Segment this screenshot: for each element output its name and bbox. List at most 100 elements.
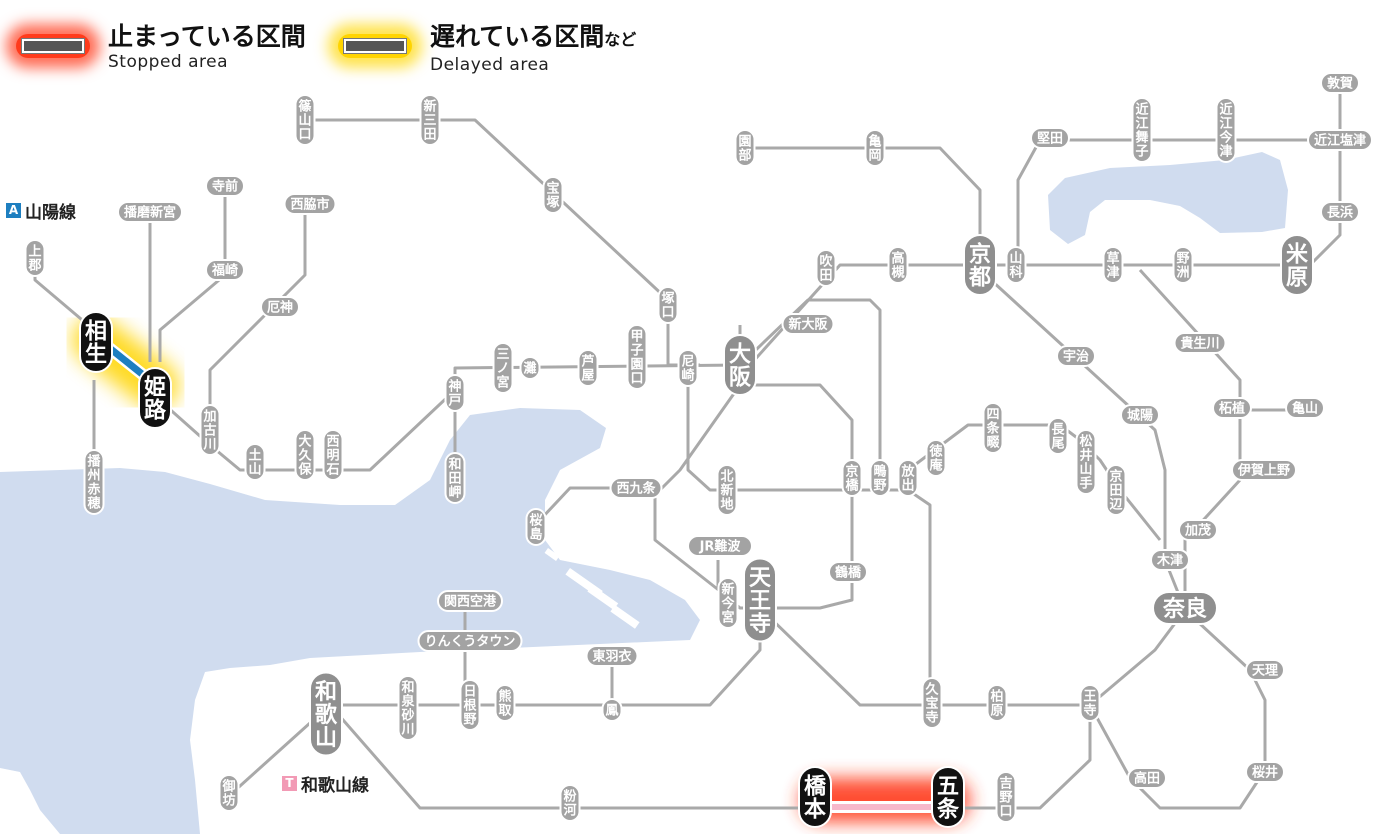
station-label: 西脇市 — [290, 197, 329, 213]
station-dosan[interactable]: 土山 — [244, 443, 266, 481]
station-matsuiyamate[interactable]: 松井山手 — [1075, 429, 1097, 495]
station-kokawa[interactable]: 粉河 — [559, 784, 581, 822]
stopped-label-en: Stopped area — [108, 52, 229, 72]
station-label: 和田岬 — [448, 456, 461, 500]
station-koshienguchi[interactable]: 甲子園口 — [626, 324, 648, 390]
station-otori[interactable]: 鳳 — [601, 698, 623, 722]
station-takada[interactable]: 高田 — [1127, 767, 1167, 789]
station-kansaiairport[interactable]: 関西空港 — [437, 590, 503, 612]
station-omimaiko[interactable]: 近江舞子 — [1131, 97, 1153, 163]
station-label: 寺前 — [212, 179, 238, 195]
station-tsuruhashi[interactable]: 鶴橋 — [828, 561, 868, 583]
wakayama-line-symbol: T — [282, 776, 297, 791]
station-okubo[interactable]: 大久保 — [294, 429, 316, 481]
station-kibukawa[interactable]: 貴生川 — [1173, 332, 1227, 354]
station-takarazuka[interactable]: 宝塚 — [542, 176, 564, 214]
station-kyuhoji[interactable]: 久宝寺 — [921, 677, 943, 729]
station-kyoto[interactable]: 京都 — [963, 234, 997, 296]
station-fukusaki[interactable]: 福崎 — [205, 259, 245, 281]
station-ashiya[interactable]: 芦屋 — [577, 349, 599, 387]
water-areas — [0, 152, 1288, 834]
station-himeji[interactable]: 姫路 — [138, 367, 172, 429]
station-kobe[interactable]: 神戸 — [444, 374, 466, 412]
line-label-wakayama[interactable]: T 和歌山線 — [278, 770, 373, 797]
station-wakayama[interactable]: 和歌山 — [309, 671, 343, 757]
station-gojo[interactable]: 五条 — [931, 766, 965, 828]
station-kameoka[interactable]: 亀岡 — [864, 129, 886, 167]
station-kusatsu[interactable]: 草津 — [1102, 246, 1124, 284]
station-higashihagoromo[interactable]: 東羽衣 — [585, 645, 639, 667]
station-kyobashi[interactable]: 京橋 — [841, 459, 863, 497]
station-yasu[interactable]: 野洲 — [1172, 246, 1194, 284]
station-label: 土山 — [248, 447, 261, 477]
station-kashiwara[interactable]: 柏原 — [986, 684, 1008, 722]
station-aioi[interactable]: 相生 — [79, 311, 113, 373]
station-kameyama[interactable]: 亀山 — [1285, 397, 1325, 419]
station-suita[interactable]: 吹田 — [815, 249, 837, 287]
station-jrnamba[interactable]: JR難波 — [687, 535, 753, 557]
station-rinkutown[interactable]: りんくうタウン — [417, 630, 523, 652]
station-nishiakashi[interactable]: 西明石 — [322, 429, 344, 481]
station-kyotanabe[interactable]: 京田辺 — [1105, 464, 1127, 516]
station-tokuan[interactable]: 徳庵 — [925, 439, 947, 477]
station-harimashingu[interactable]: 播磨新宮 — [117, 201, 183, 223]
station-label: 相生 — [85, 319, 107, 367]
station-uji[interactable]: 宇治 — [1056, 345, 1096, 367]
station-shinimamiya[interactable]: 新今宮 — [717, 577, 739, 629]
station-kizu[interactable]: 木津 — [1150, 549, 1190, 571]
station-nishikujo[interactable]: 西九条 — [609, 477, 663, 499]
station-tsukaguchi[interactable]: 塚口 — [657, 286, 679, 324]
station-joyo[interactable]: 城陽 — [1120, 404, 1160, 426]
station-label: 長尾 — [1051, 422, 1065, 451]
station-teramae[interactable]: 寺前 — [205, 175, 245, 197]
station-nagao[interactable]: 長尾 — [1047, 417, 1069, 455]
station-tsuruga[interactable]: 敦賀 — [1320, 72, 1360, 94]
station-yamashina[interactable]: 山科 — [1005, 246, 1027, 284]
station-hanaten[interactable]: 放出 — [897, 459, 919, 497]
station-kumatori[interactable]: 熊取 — [494, 684, 516, 722]
line-label-sanyo[interactable]: A 山陽線 — [2, 197, 80, 224]
station-nishiwakishi[interactable]: 西脇市 — [283, 193, 337, 215]
station-shinsanda[interactable]: 新三田 — [419, 94, 441, 146]
station-kakogawa[interactable]: 加古川 — [199, 404, 221, 456]
station-katata[interactable]: 堅田 — [1030, 127, 1070, 149]
station-igaueno[interactable]: 伊賀上野 — [1231, 459, 1297, 481]
station-label: 鴫野 — [873, 463, 886, 493]
station-wadamisaki[interactable]: 和田岬 — [444, 452, 466, 504]
station-tsuge[interactable]: 柘植 — [1212, 397, 1252, 419]
station-tennoji[interactable]: 天王寺 — [743, 557, 777, 643]
station-banshuako[interactable]: 播州赤穂 — [83, 449, 105, 515]
station-omiimazu[interactable]: 近江今津 — [1215, 97, 1237, 163]
station-kitashinchi[interactable]: 北新地 — [716, 464, 738, 516]
station-sasayamaguchi[interactable]: 篠山口 — [294, 94, 316, 146]
station-takatsuki[interactable]: 高槻 — [887, 246, 909, 284]
station-kamo[interactable]: 加茂 — [1178, 519, 1218, 541]
station-sannomiya[interactable]: 三ノ宮 — [492, 342, 514, 394]
station-osaka[interactable]: 大阪 — [723, 334, 757, 396]
station-sakurai[interactable]: 桜井 — [1245, 761, 1285, 783]
osaka-bay — [0, 408, 700, 834]
station-gobo[interactable]: 御坊 — [218, 774, 240, 812]
station-amagasaki[interactable]: 尼崎 — [677, 349, 699, 387]
station-izumisunagawa[interactable]: 和泉砂川 — [397, 675, 419, 741]
lake-biwa — [1048, 152, 1288, 244]
station-kamigori[interactable]: 上郡 — [24, 239, 46, 277]
station-hineno[interactable]: 日根野 — [459, 679, 481, 731]
station-yakujin[interactable]: 厄神 — [260, 296, 300, 318]
station-nada[interactable]: 灘 — [519, 356, 541, 380]
station-maibara[interactable]: 米原 — [1280, 234, 1314, 296]
station-yoshinoguchi[interactable]: 吉野口 — [995, 771, 1017, 823]
station-shijonawate[interactable]: 四条畷 — [982, 402, 1004, 454]
station-nagahama[interactable]: 長浜 — [1320, 201, 1360, 223]
station-tenri[interactable]: 天理 — [1245, 659, 1285, 681]
station-nara[interactable]: 奈良 — [1152, 591, 1218, 625]
station-omishiotsu[interactable]: 近江塩津 — [1307, 129, 1373, 151]
station-hashimoto[interactable]: 橋本 — [798, 766, 832, 828]
station-label: 天王寺 — [749, 566, 772, 637]
station-sonobe[interactable]: 園部 — [734, 129, 756, 167]
station-shigino[interactable]: 鴫野 — [869, 459, 891, 497]
station-oji[interactable]: 王寺 — [1079, 684, 1101, 722]
station-shinosaka[interactable]: 新大阪 — [781, 313, 835, 335]
west-coast-cutout — [0, 768, 60, 834]
station-sakurajima[interactable]: 桜島 — [525, 508, 547, 546]
